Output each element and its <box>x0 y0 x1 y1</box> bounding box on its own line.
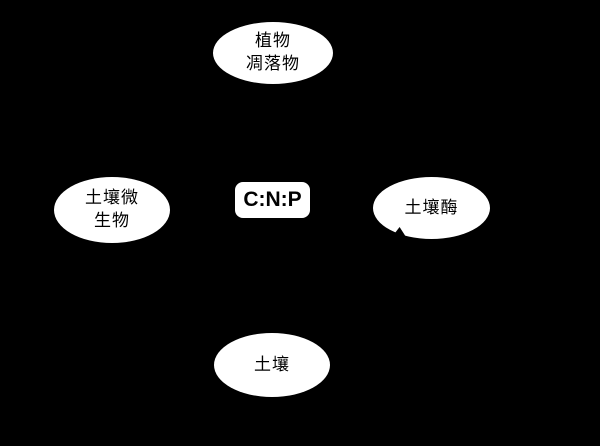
node-label-line: 凋落物 <box>246 54 300 74</box>
node-soil-microbes: 土壤微 生物 <box>54 177 170 243</box>
node-plant-litter: 植物 凋落物 <box>213 22 333 84</box>
node-label-line: 生物 <box>94 211 130 231</box>
cnp-ratio-box: C:N:P <box>235 182 310 218</box>
node-label-line: 土壤酶 <box>404 197 459 218</box>
node-soil: 土壤 <box>214 333 330 397</box>
node-soil-enzyme: 土壤酶 <box>373 177 490 239</box>
node-label-line: 植物 <box>255 31 291 51</box>
node-label-line: 土壤 <box>254 354 290 375</box>
cnp-ratio-label: C:N:P <box>243 188 302 211</box>
node-label-line: 土壤微 <box>85 188 139 208</box>
